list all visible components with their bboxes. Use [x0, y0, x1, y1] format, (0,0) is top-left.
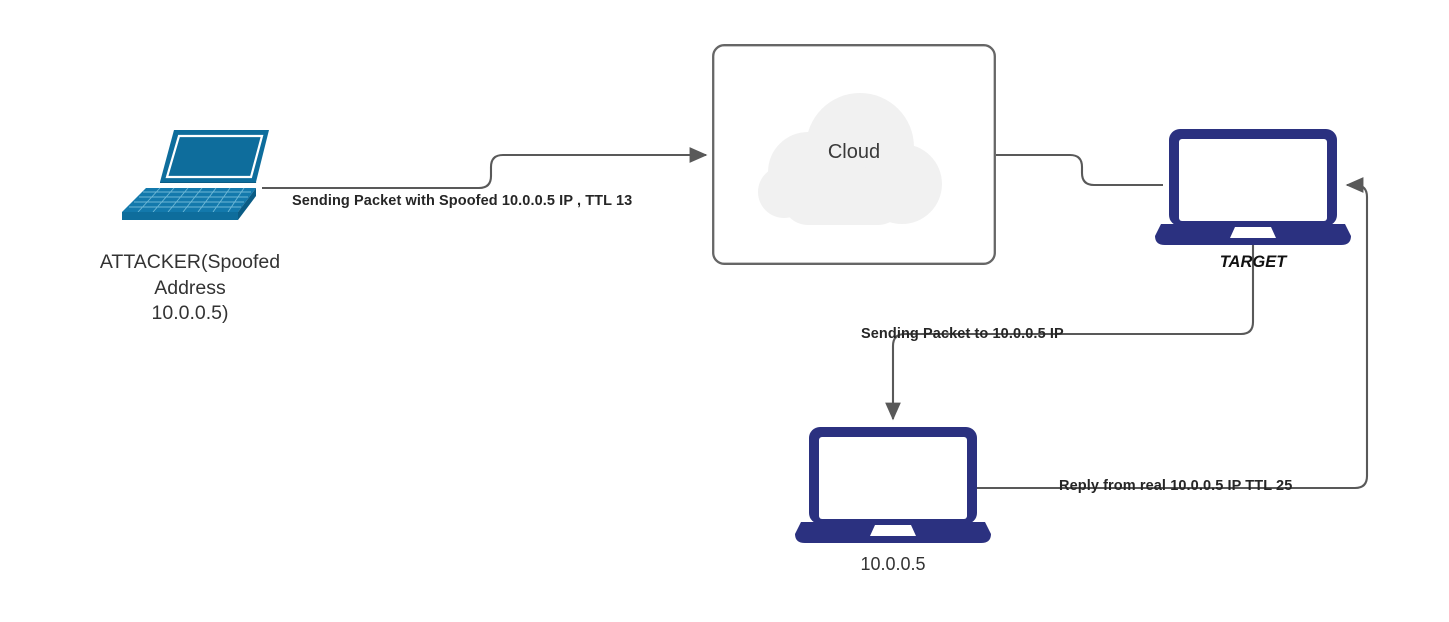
- target-label: TARGET: [1219, 253, 1287, 271]
- node-cloud[interactable]: [712, 44, 996, 265]
- attacker-label: ATTACKER(Spoofed Address 10.0.0.5): [99, 251, 281, 325]
- connector-cloud-to-target: [996, 153, 1163, 187]
- cloud-container: [712, 44, 996, 265]
- laptop-isometric-icon: [122, 130, 269, 220]
- node-attacker[interactable]: [112, 126, 272, 222]
- laptop-front-icon: [795, 427, 991, 543]
- node-target[interactable]: [1155, 128, 1351, 246]
- connector-target-to-victim: [885, 232, 1255, 421]
- victim-label: 10.0.0.5: [860, 554, 926, 574]
- node-victim[interactable]: [795, 426, 991, 544]
- connector-victim-to-target: [975, 177, 1369, 490]
- edge-label-victim-to-target: Reply from real 10.0.0.5 IP TTL 25: [1059, 478, 1293, 494]
- cloud-label: Cloud: [827, 141, 881, 163]
- cloud-icon: [758, 93, 942, 225]
- edge-label-target-to-victim: Sending Packet to 10.0.0.5 IP: [861, 326, 1064, 342]
- connector-attacker-to-cloud: [262, 147, 708, 190]
- edge-label-attacker-to-cloud: Sending Packet with Spoofed 10.0.0.5 IP …: [292, 193, 633, 209]
- laptop-front-icon: [1155, 129, 1351, 245]
